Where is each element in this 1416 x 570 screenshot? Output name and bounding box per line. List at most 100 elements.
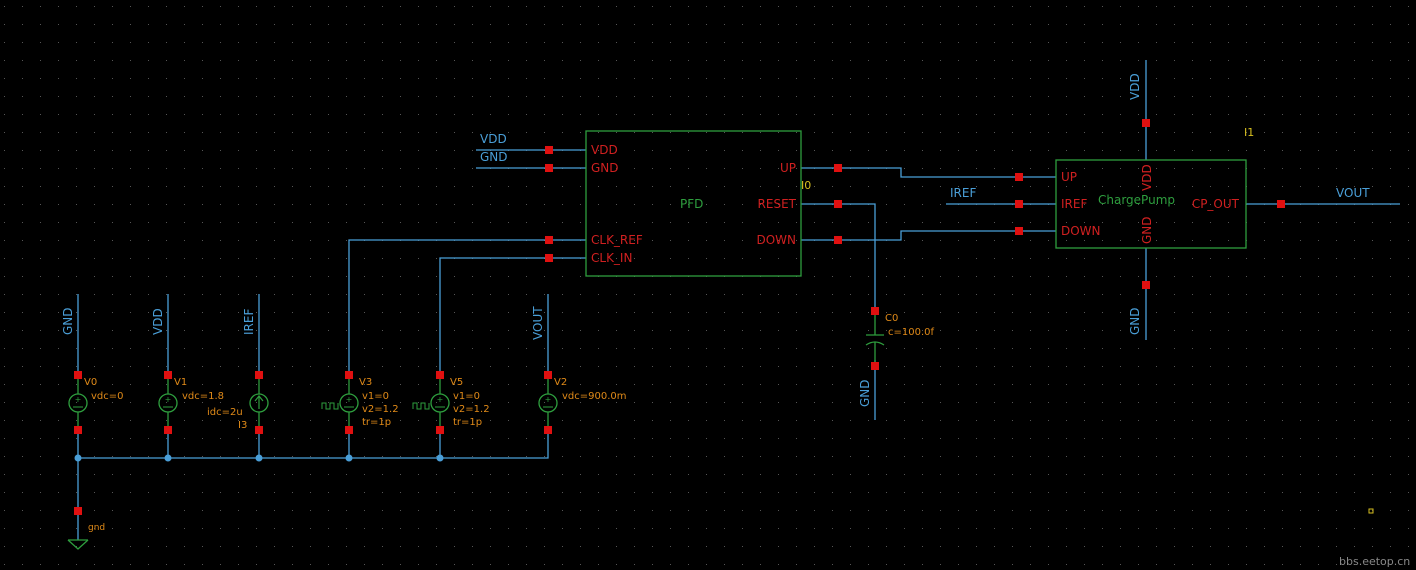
pfd-pin-clkref-label: CLK_REF [591,233,643,247]
wire-clk-in[interactable] [439,257,586,375]
v1-pin-bottom[interactable] [164,426,172,434]
pulse-waveform-icon [412,402,430,410]
wire-down[interactable] [801,230,1056,241]
v5-pin-bottom[interactable] [436,426,444,434]
v3-pin-bottom[interactable] [345,426,353,434]
cp-pin-up-label: UP [1061,170,1077,184]
svg-text:+: + [437,395,444,404]
v2-instance: V2 [554,377,567,388]
net-label-vout-src: VOUT [531,306,545,340]
v5-param2: v2=1.2 [453,404,490,415]
pfd-pin-clkref[interactable] [545,236,553,244]
pfd-pin-reset-label: RESET [758,197,797,211]
source-v3[interactable]: + V3 v1=0 v2=1.2 tr=1p [321,371,399,434]
watermark: bbs.eetop.cn [1339,555,1410,568]
i3-pin-bottom[interactable] [255,426,263,434]
v5-instance: V5 [450,377,463,388]
net-label-gnd-cap: GND [858,379,872,407]
v2-param: vdc=900.0m [562,391,627,402]
grid-dots [4,6,1409,565]
source-v0[interactable]: + V0 vdc=0 [68,371,124,434]
net-label-vout: VOUT [1336,186,1370,200]
wire-clk-ref[interactable] [348,239,586,375]
v3-instance: V3 [359,377,372,388]
svg-text:+: + [75,395,82,404]
net-label-vdd-cp: VDD [1128,73,1142,100]
pulse-waveform-icon [321,402,339,410]
v3-param2: v2=1.2 [362,404,399,415]
cap-pin-top[interactable] [871,307,879,315]
cp-pin-down[interactable] [1015,227,1023,235]
v3-pin-top[interactable] [345,371,353,379]
pfd-pin-vdd[interactable] [545,146,553,154]
pfd-name: PFD [680,197,703,211]
v2-pin-bottom[interactable] [544,426,552,434]
wires [77,60,1400,540]
chargepump-block[interactable]: ChargePump I1 UP IREF DOWN CP_OUT VDD GN… [1015,119,1285,289]
cp-pin-iref-label: IREF [1061,197,1087,211]
net-label-vdd-src: VDD [151,308,165,335]
selection-marker [1368,508,1374,514]
cap-param: c=100.0f [888,327,935,338]
source-i3[interactable]: idc=2u I3 [207,371,269,434]
v0-instance: V0 [84,377,97,388]
svg-text:+: + [346,395,353,404]
v5-pin-top[interactable] [436,371,444,379]
junction-dots [74,454,444,462]
pfd-pin-clkin-label: CLK_IN [591,251,632,265]
cp-pin-cpout[interactable] [1277,200,1285,208]
source-v5[interactable]: + V5 v1=0 v2=1.2 tr=1p [412,371,490,434]
pfd-pin-gnd-label: GND [591,161,619,175]
i3-instance: I3 [238,420,247,431]
v1-pin-top[interactable] [164,371,172,379]
capacitor-c0[interactable]: C0 c=100.0f [865,307,935,370]
pfd-pin-up-label: UP [780,161,796,175]
cp-pin-down-label: DOWN [1061,224,1101,238]
v1-param: vdc=1.8 [182,391,224,402]
pfd-instance: I0 [801,179,811,192]
cp-pin-vdd[interactable] [1142,119,1150,127]
pfd-block[interactable]: PFD I0 VDD GND CLK_REF CLK_IN UP RESET D… [545,130,842,277]
pfd-pin-gnd[interactable] [545,164,553,172]
cp-pin-gnd[interactable] [1142,281,1150,289]
wire-bottom-common[interactable] [77,430,549,459]
pfd-pin-up[interactable] [834,164,842,172]
cp-pin-gnd-label: GND [1140,216,1154,244]
v0-pin-bottom[interactable] [74,426,82,434]
net-label-gnd-pfd: GND [480,150,508,164]
wire-up[interactable] [801,167,1056,178]
source-v2[interactable]: + V2 vdc=900.0m [538,371,627,434]
pfd-pin-down[interactable] [834,236,842,244]
v1-instance: V1 [174,377,187,388]
gnd-symbol-label: gnd [88,523,105,533]
v3-param1: v1=0 [362,391,389,402]
net-label-gnd-src: GND [61,307,75,335]
cap-pin-bottom[interactable] [871,362,879,370]
cap-instance: C0 [885,313,898,324]
svg-text:+: + [545,395,552,404]
chargepump-name: ChargePump [1098,193,1175,207]
pfd-pin-clkin[interactable] [545,254,553,262]
net-label-gnd-cp: GND [1128,307,1142,335]
cp-pin-up[interactable] [1015,173,1023,181]
pfd-pin-vdd-label: VDD [591,143,618,157]
net-label-iref-src: IREF [242,309,256,335]
net-label-iref-cp: IREF [950,186,976,200]
pfd-pin-down-label: DOWN [756,233,796,247]
cp-pin-vdd-label: VDD [1140,164,1154,191]
ground-symbol[interactable]: gnd [67,507,105,550]
v0-pin-top[interactable] [74,371,82,379]
pfd-pin-reset[interactable] [834,200,842,208]
chargepump-instance: I1 [1244,126,1254,139]
v5-param3: tr=1p [453,417,482,428]
net-label-vdd-pfd: VDD [480,132,507,146]
wire-reset[interactable] [801,203,876,311]
v2-pin-top[interactable] [544,371,552,379]
source-v1[interactable]: + V1 vdc=1.8 [158,371,224,434]
i3-pin-top[interactable] [255,371,263,379]
v5-param1: v1=0 [453,391,480,402]
svg-text:+: + [165,395,172,404]
cp-pin-iref[interactable] [1015,200,1023,208]
gnd-pin[interactable] [74,507,82,515]
